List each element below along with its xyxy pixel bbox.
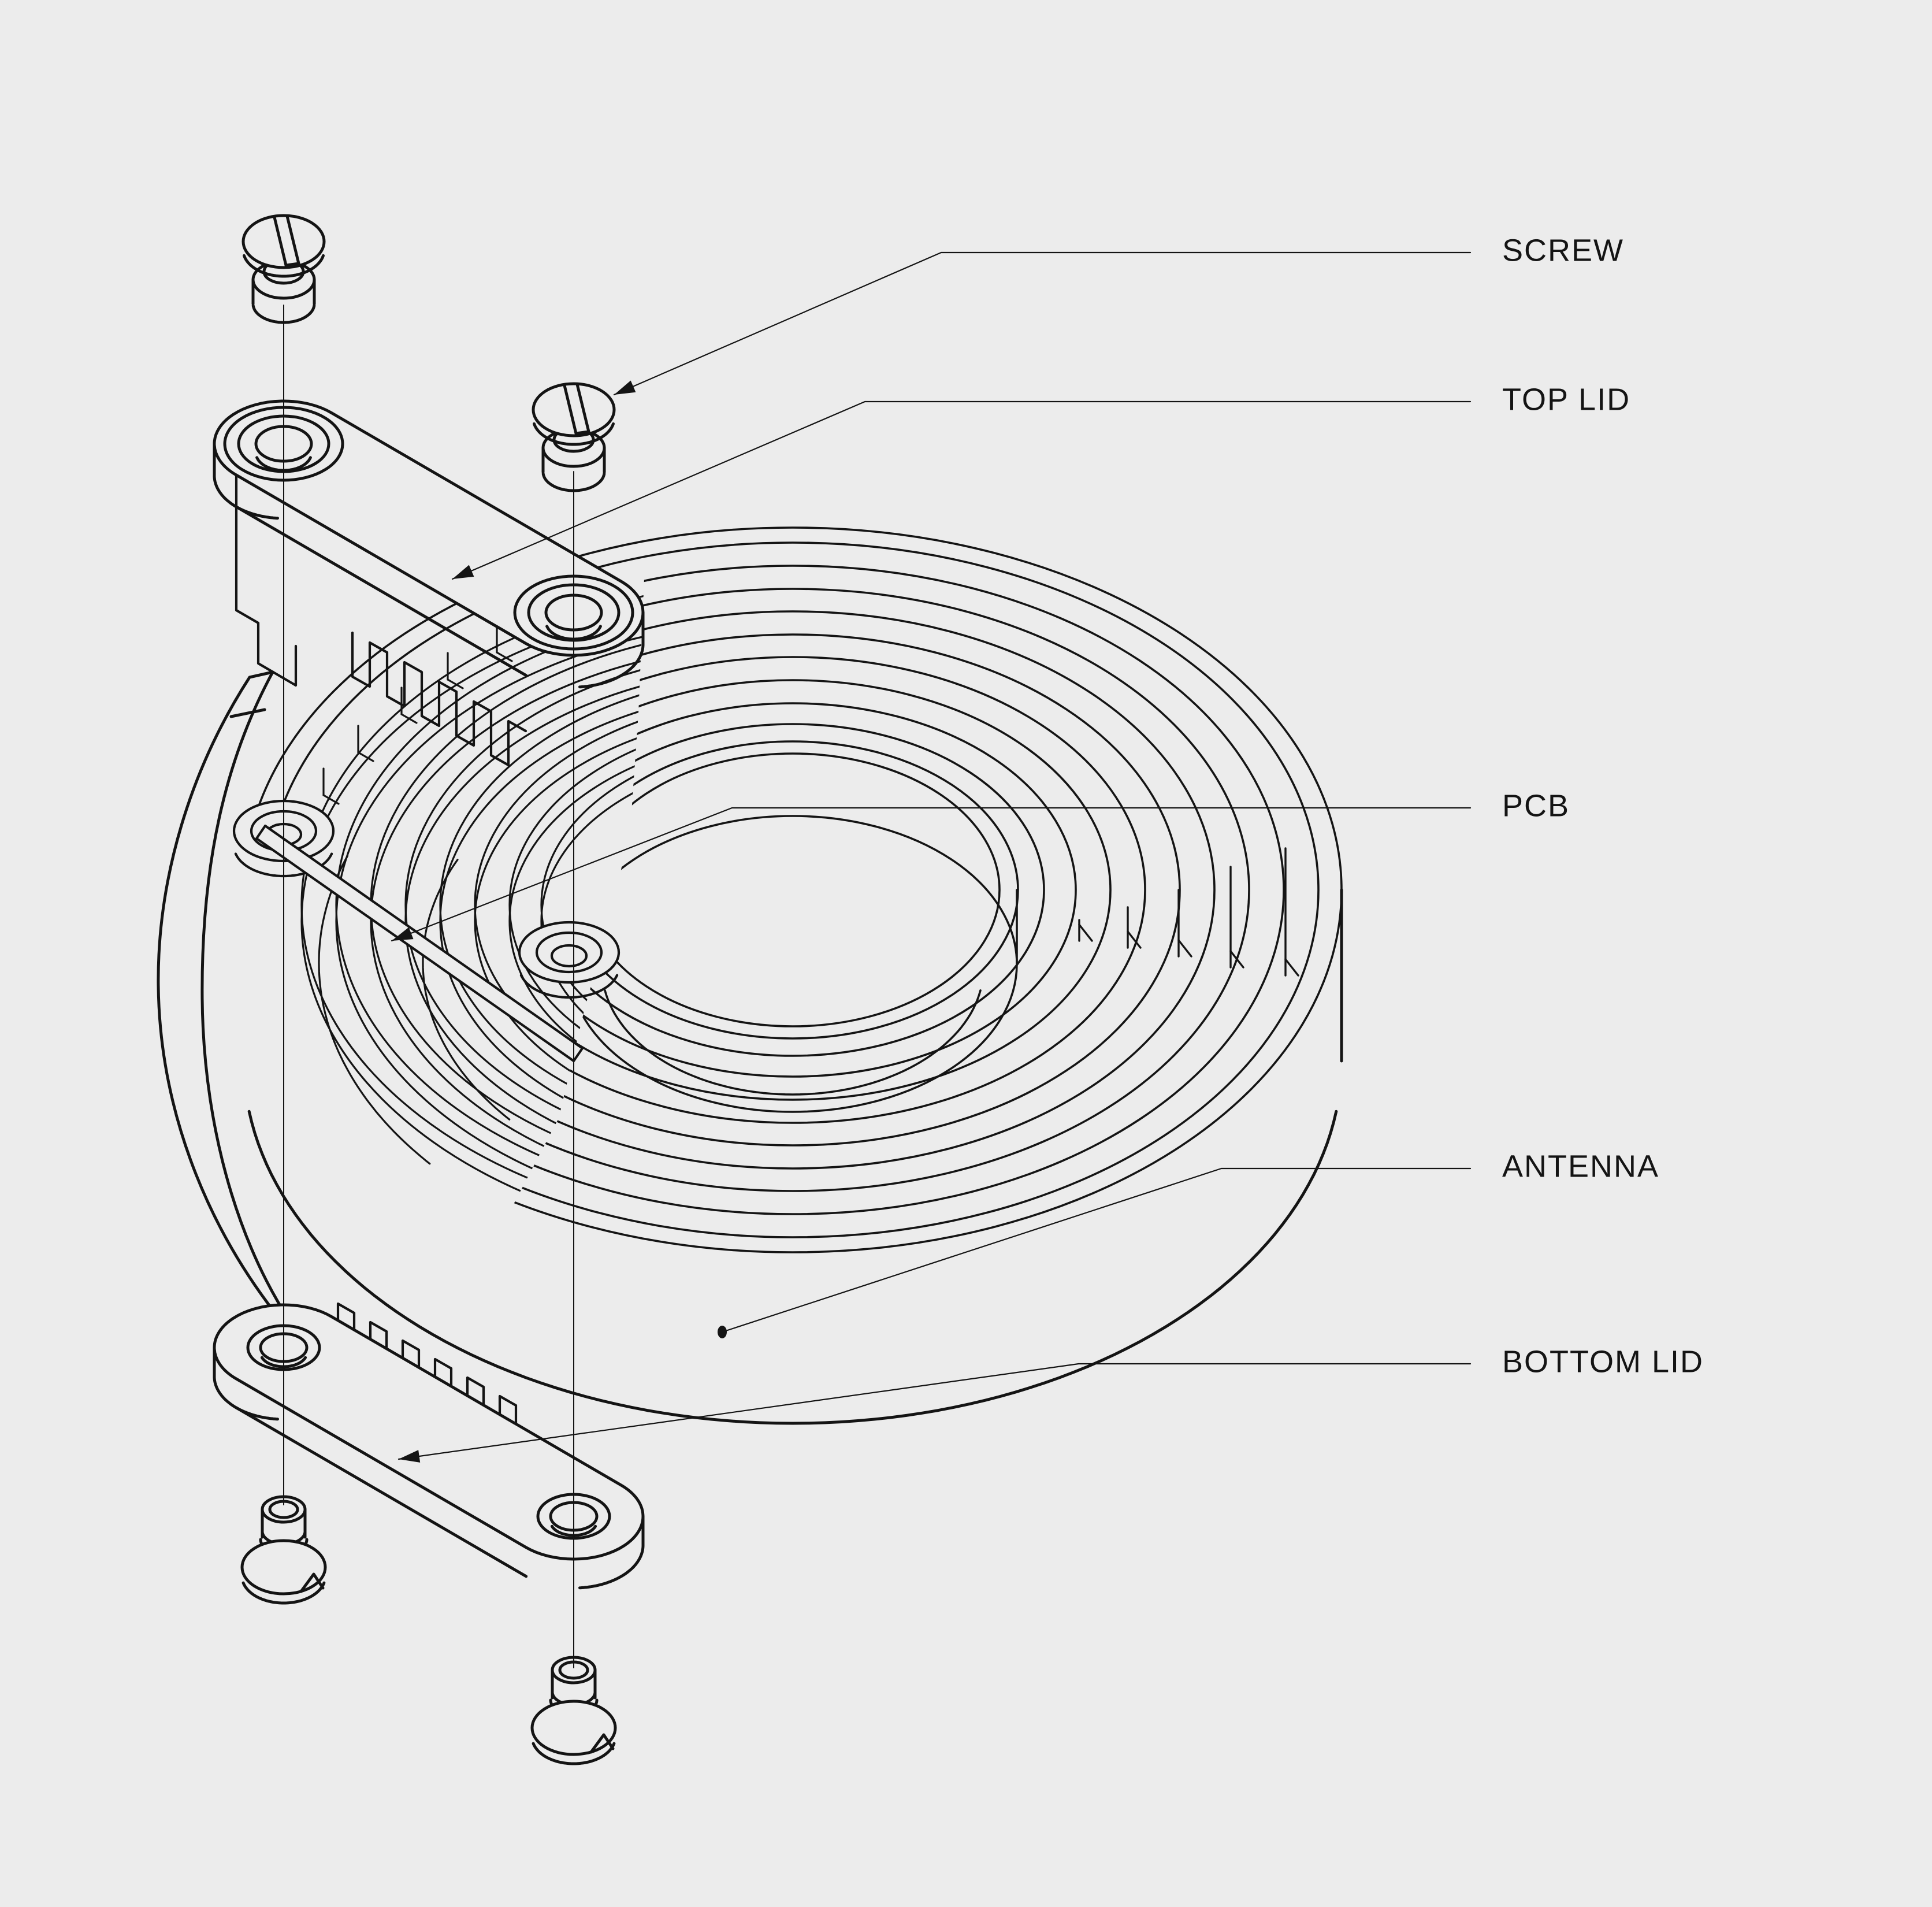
screw-axis-lines xyxy=(283,305,574,1668)
assembly-drawing xyxy=(87,214,1472,1765)
leader-lines xyxy=(391,251,1472,1463)
label-pcb: PCB xyxy=(1502,788,1570,823)
label-top-lid: TOP LID xyxy=(1502,382,1630,417)
label-bottom-lid: BOTTOM LID xyxy=(1502,1344,1704,1379)
screws xyxy=(240,214,617,1765)
callout-labels: SCREW TOP LID PCB ANTENNA BOTTOM LID xyxy=(1502,233,1704,1379)
label-antenna: ANTENNA xyxy=(1502,1149,1659,1183)
label-screw: SCREW xyxy=(1502,233,1624,268)
antenna-outer-wall xyxy=(157,670,1343,1425)
coil-winding-steps xyxy=(1078,847,1299,977)
